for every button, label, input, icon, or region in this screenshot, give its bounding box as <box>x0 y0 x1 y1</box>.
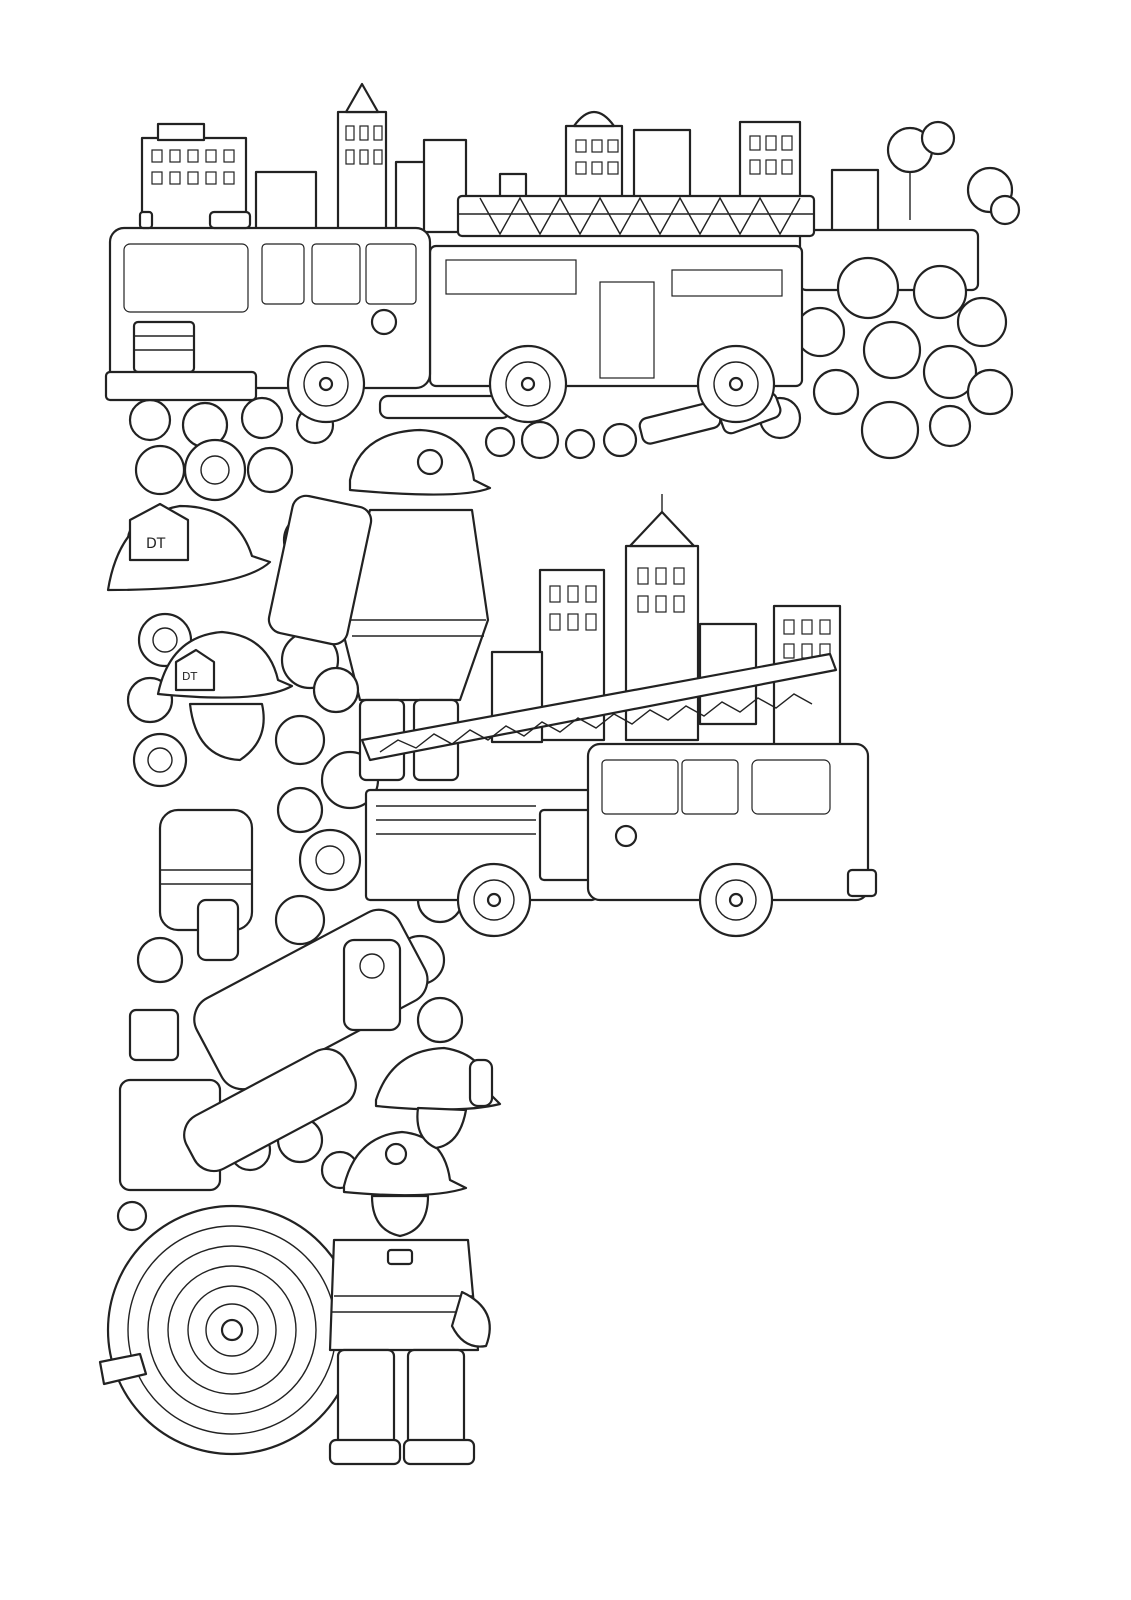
top-bar-clutter <box>128 228 1014 460</box>
skyline-windows <box>151 125 793 185</box>
firefighter-bottom-adult <box>374 1046 502 1150</box>
vertical-stem-clutter <box>116 438 464 1232</box>
firefighter-bottom-child <box>328 1130 491 1466</box>
city-skyline-middle <box>490 494 842 758</box>
helmet-badge-text-1: DT <box>146 536 166 552</box>
helmet-badge-text-2: DT <box>182 670 197 683</box>
firefighter-center-standing <box>267 428 492 782</box>
firefighter-upper: DT <box>106 502 294 962</box>
hose-reel <box>98 1204 358 1456</box>
skyline-middle-windows <box>549 567 831 659</box>
helmet-small: DT <box>174 648 216 692</box>
fire-truck-top <box>104 194 816 424</box>
fire-truck-middle <box>360 652 878 938</box>
trees-top-right <box>886 120 1021 226</box>
